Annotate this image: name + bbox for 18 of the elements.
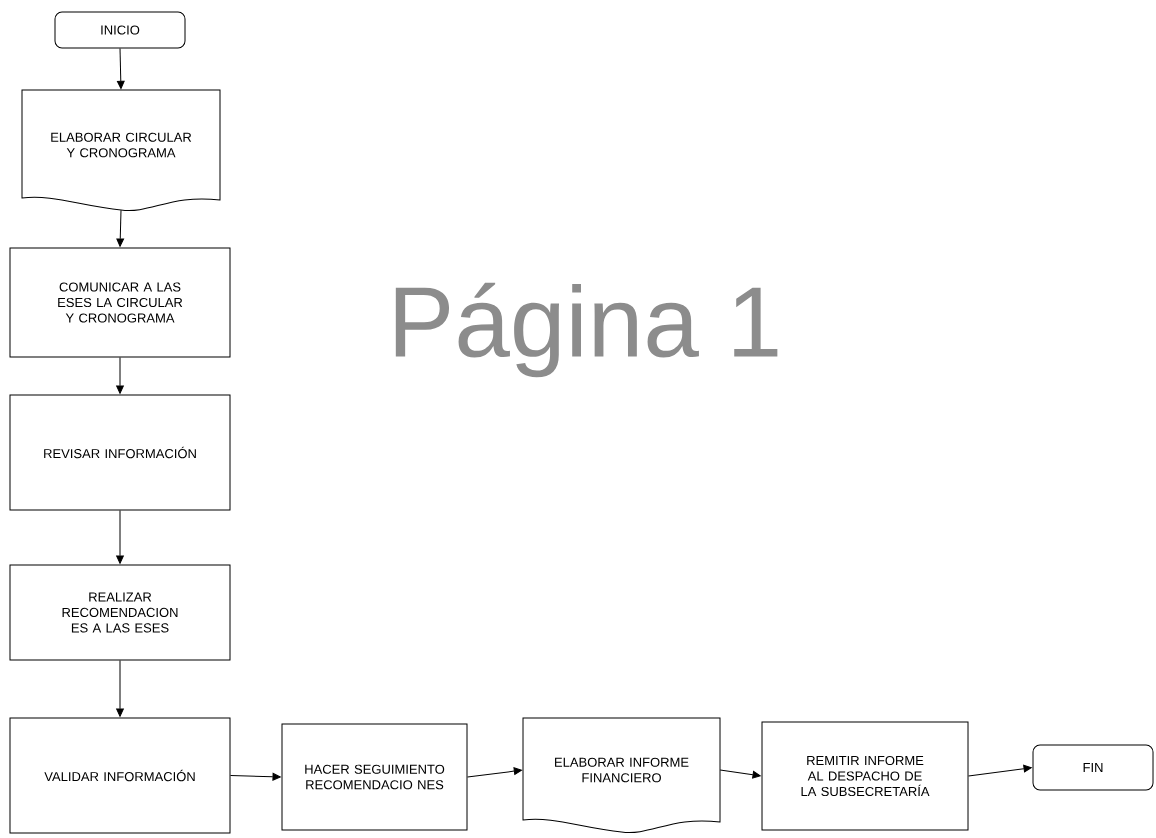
process-box: REMITIR INFORME AL DESPACHO DE LA SUBSECRETARÍA bbox=[761, 721, 969, 831]
arrow bbox=[968, 764, 1032, 777]
terminal-box: FIN bbox=[1032, 744, 1154, 791]
arrow bbox=[467, 767, 523, 778]
arrow bbox=[719, 769, 761, 779]
process-box: REVISAR INFORMACIÓN bbox=[9, 394, 231, 511]
arrow bbox=[116, 209, 125, 247]
arrow bbox=[230, 772, 281, 781]
process-box: REALIZAR RECOMENDACION ES A LAS ESES bbox=[9, 564, 231, 661]
arrow bbox=[116, 357, 124, 394]
page-label: Página 1 bbox=[395, 282, 778, 378]
terminal-box: INICIO bbox=[54, 11, 186, 49]
process-box: HACER SEGUIMIENTO RECOMENDACIO NES bbox=[281, 723, 468, 831]
arrow bbox=[116, 660, 124, 717]
process-box: VALIDAR INFORMACIÓN bbox=[9, 717, 231, 834]
arrow bbox=[116, 510, 124, 564]
process-box: COMUNICAR A LAS ESES LA CIRCULAR Y CRONOGRAMA bbox=[9, 247, 231, 358]
arrow bbox=[116, 48, 125, 90]
